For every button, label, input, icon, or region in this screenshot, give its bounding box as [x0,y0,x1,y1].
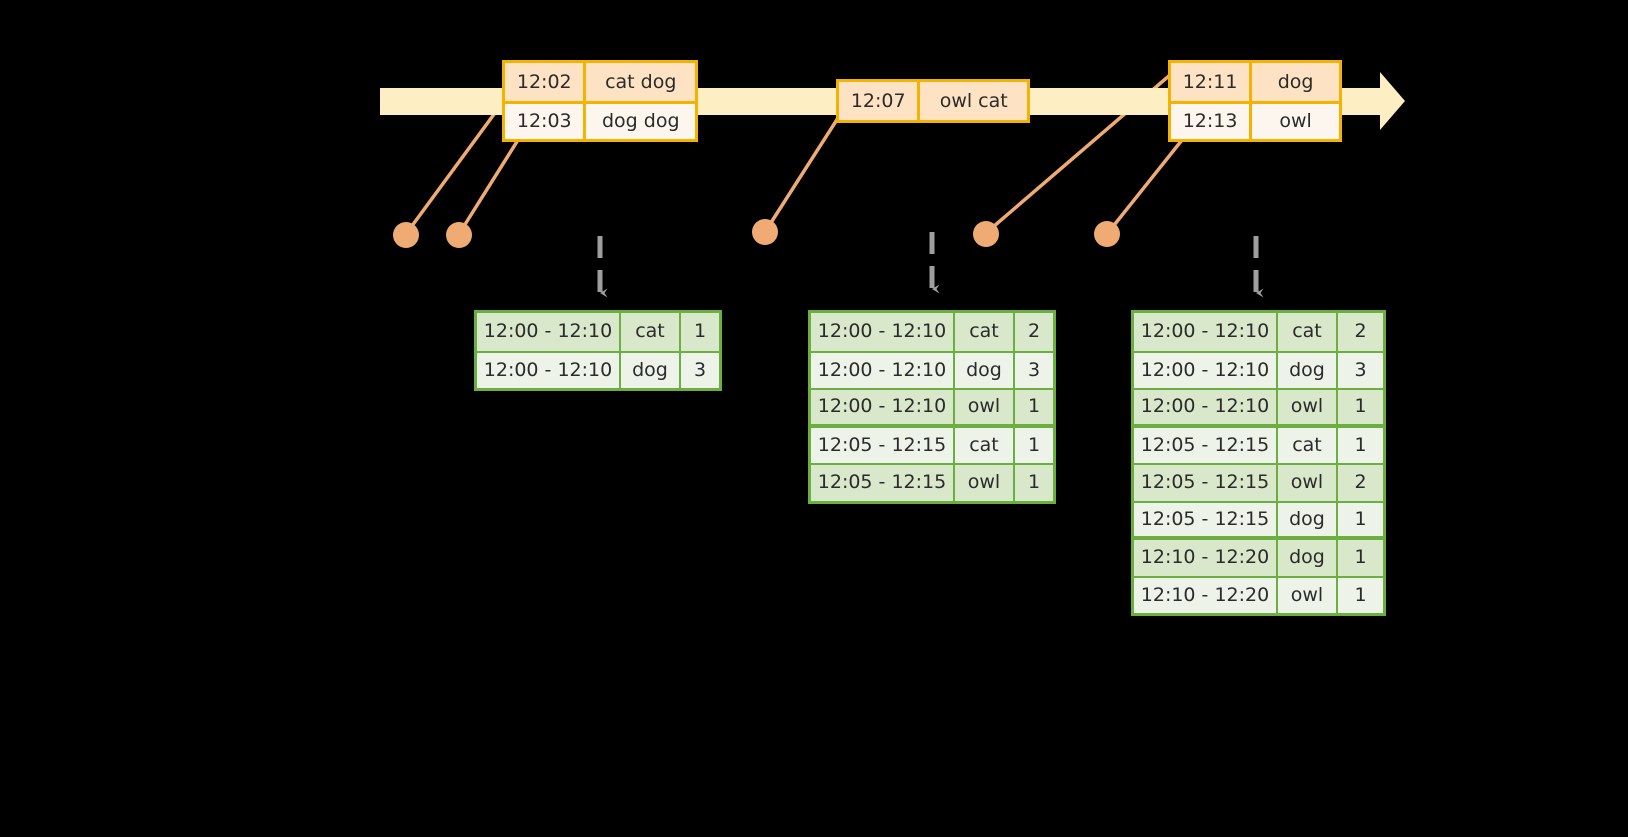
emit-arrows [597,232,1264,298]
key-cell: dog [1278,540,1338,576]
key-cell: owl [1278,465,1338,501]
count-cell: 1 [1338,540,1383,576]
window-cell: 12:10 - 12:20 [1134,540,1278,576]
event-payload: cat dog [586,63,695,101]
connector-dot-1 [393,222,419,248]
key-cell: cat [955,427,1015,463]
event-payload: dog [1252,63,1339,101]
key-cell: cat [621,313,681,351]
table-row[interactable]: 12:05 - 12:15 dog 1 [1134,500,1383,538]
event-payload: owl [1252,104,1339,139]
event-row[interactable]: 12:13 owl [1171,101,1339,139]
event-time: 12:07 [839,82,921,120]
event-time: 12:03 [505,104,587,139]
event-time: 12:02 [505,63,587,101]
table-row[interactable]: 12:05 - 12:15 owl 1 [811,463,1053,501]
count-cell: 3 [1015,352,1053,388]
count-cell: 2 [1015,313,1053,351]
window-cell: 12:05 - 12:15 [1134,465,1278,501]
event-group-1[interactable]: 12:02 cat dog 12:03 dog dog [502,60,698,142]
count-cell: 2 [1338,313,1383,351]
table-row[interactable]: 12:00 - 12:10 dog 3 [1134,350,1383,388]
event-time: 12:13 [1171,104,1253,139]
key-cell: dog [1278,352,1338,388]
key-cell: cat [1278,427,1338,463]
window-cell: 12:00 - 12:10 [1134,390,1278,424]
connector-dot-4 [973,221,999,247]
event-group-2[interactable]: 12:07 owl cat [836,79,1030,123]
event-payload: owl cat [920,82,1027,120]
event-time: 12:11 [1171,63,1253,101]
connector-dot-5 [1094,221,1120,247]
count-cell: 1 [681,313,719,351]
table-row[interactable]: 12:00 - 12:10 dog 3 [811,350,1053,388]
table-row[interactable]: 12:00 - 12:10 owl 1 [811,388,1053,426]
key-cell: cat [1278,313,1338,351]
event-row[interactable]: 12:02 cat dog [505,63,695,101]
table-row[interactable]: 12:00 - 12:10 dog 3 [477,350,719,388]
table-row[interactable]: 12:00 - 12:10 cat 1 [477,313,719,351]
table-row[interactable]: 12:05 - 12:15 cat 1 [1134,425,1383,463]
count-cell: 1 [1338,427,1383,463]
window-cell: 12:00 - 12:10 [1134,313,1278,351]
key-cell: dog [621,352,681,388]
key-cell: cat [955,313,1015,351]
event-payload: dog dog [586,104,695,139]
event-connector-dots [393,219,1120,248]
table-row[interactable]: 12:05 - 12:15 owl 2 [1134,463,1383,501]
table-row[interactable]: 12:00 - 12:10 cat 2 [811,313,1053,351]
count-cell: 1 [1338,502,1383,536]
window-cell: 12:05 - 12:15 [1134,427,1278,463]
count-cell: 1 [1338,390,1383,424]
key-cell: owl [955,465,1015,501]
window-cell: 12:00 - 12:10 [477,352,621,388]
window-cell: 12:00 - 12:10 [477,313,621,351]
count-cell: 1 [1015,390,1053,424]
table-row[interactable]: 12:00 - 12:10 cat 2 [1134,313,1383,351]
window-cell: 12:05 - 12:15 [811,427,955,463]
event-row[interactable]: 12:07 owl cat [839,82,1027,120]
table-row[interactable]: 12:10 - 12:20 dog 1 [1134,538,1383,576]
window-cell: 12:00 - 12:10 [1134,352,1278,388]
key-cell: dog [955,352,1015,388]
key-cell: owl [955,390,1015,424]
count-cell: 1 [1338,577,1383,613]
window-cell: 12:00 - 12:10 [811,390,955,424]
event-row[interactable]: 12:11 dog [1171,63,1339,101]
count-cell: 2 [1338,465,1383,501]
count-cell: 3 [681,352,719,388]
connector-dot-3 [752,219,778,245]
window-cell: 12:00 - 12:10 [811,352,955,388]
key-cell: owl [1278,390,1338,424]
count-cell: 3 [1338,352,1383,388]
window-cell: 12:05 - 12:15 [1134,502,1278,536]
table-row[interactable]: 12:10 - 12:20 owl 1 [1134,575,1383,613]
result-table-3[interactable]: 12:00 - 12:10 cat 2 12:00 - 12:10 dog 3 … [1131,310,1386,616]
event-row[interactable]: 12:03 dog dog [505,101,695,139]
result-table-1[interactable]: 12:00 - 12:10 cat 1 12:00 - 12:10 dog 3 [474,310,722,391]
event-group-3[interactable]: 12:11 dog 12:13 owl [1168,60,1342,142]
key-cell: owl [1278,577,1338,613]
count-cell: 1 [1015,465,1053,501]
result-table-2[interactable]: 12:00 - 12:10 cat 2 12:00 - 12:10 dog 3 … [808,310,1056,504]
key-cell: dog [1278,502,1338,536]
table-row[interactable]: 12:00 - 12:10 owl 1 [1134,388,1383,426]
window-cell: 12:10 - 12:20 [1134,577,1278,613]
count-cell: 1 [1015,427,1053,463]
window-cell: 12:00 - 12:10 [811,313,955,351]
table-row[interactable]: 12:05 - 12:15 cat 1 [811,425,1053,463]
window-cell: 12:05 - 12:15 [811,465,955,501]
connector-dot-2 [446,222,472,248]
